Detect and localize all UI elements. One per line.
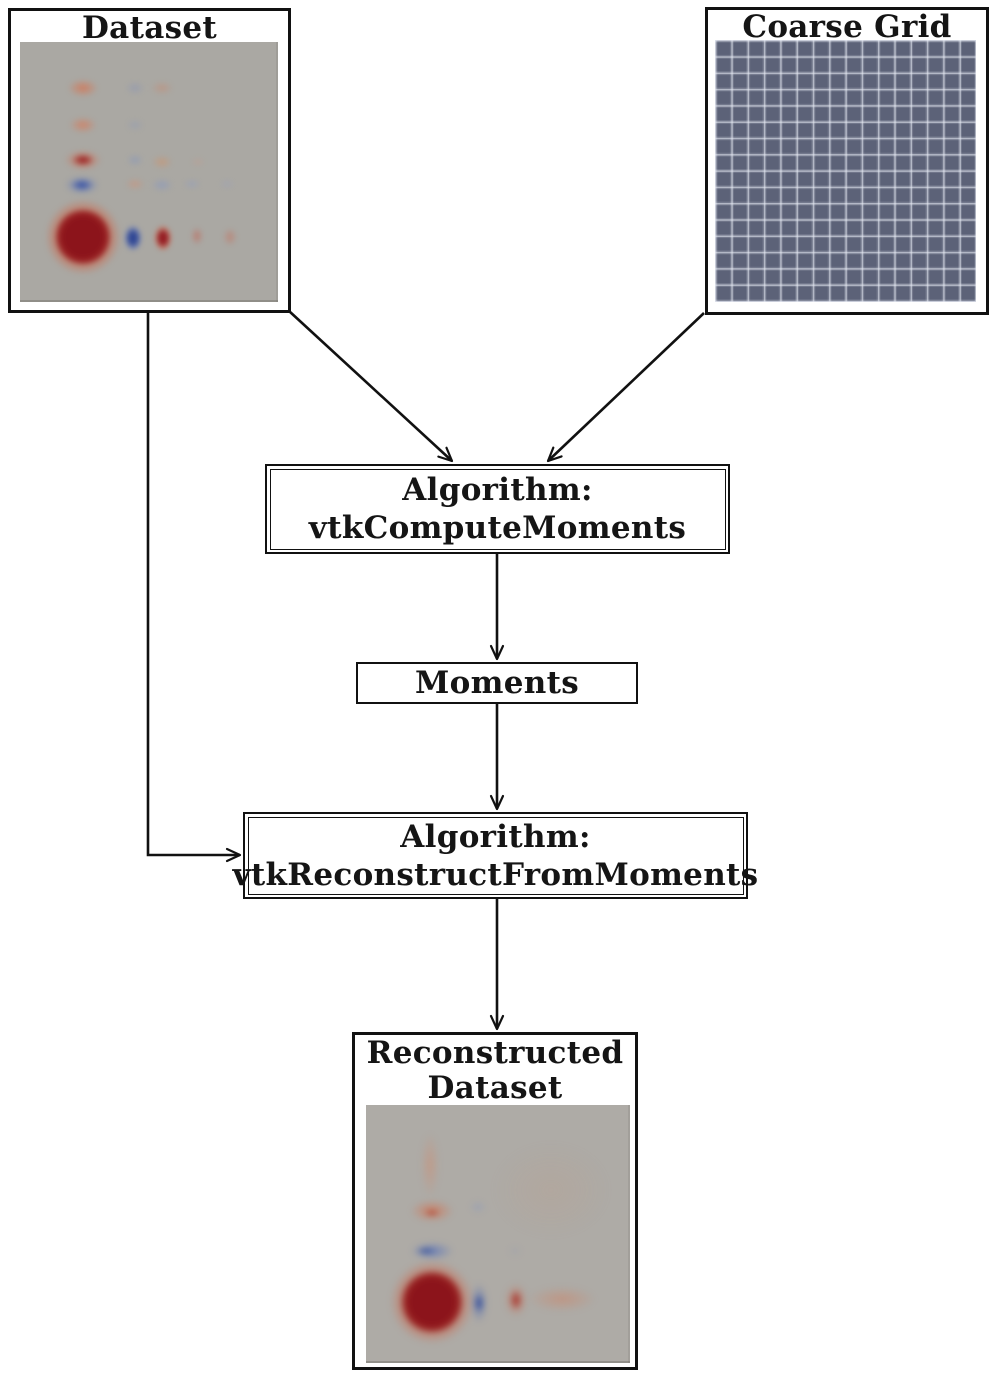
edge-dataset-to-reconstruct bbox=[146, 312, 242, 863]
compute-moments-label-line2: vtkComputeMoments bbox=[308, 510, 687, 546]
moments-label: Moments bbox=[415, 665, 579, 701]
dataset-scalar-field-blobs bbox=[20, 42, 278, 302]
edge-coarsegrid-to-computemoments bbox=[546, 312, 705, 463]
node-coarse-grid: Coarse Grid bbox=[705, 7, 989, 315]
dataset-image bbox=[20, 42, 278, 302]
dataset-title: Dataset bbox=[82, 10, 217, 46]
reconstructed-scalar-field-blobs bbox=[366, 1105, 630, 1363]
reconstructed-image bbox=[366, 1105, 630, 1363]
reconstruct-label-line1: Algorithm: bbox=[400, 818, 591, 855]
coarse-grid-image bbox=[715, 40, 976, 302]
coarse-grid-title: Coarse Grid bbox=[742, 9, 952, 45]
edge-dataset-to-computemoments bbox=[288, 310, 454, 463]
reconstructed-title-line1: Reconstructed bbox=[366, 1035, 624, 1071]
node-compute-moments: Algorithm: vtkComputeMoments bbox=[265, 464, 730, 554]
node-reconstructed-dataset: Reconstructed Dataset bbox=[352, 1032, 638, 1370]
node-dataset: Dataset bbox=[8, 8, 291, 313]
compute-moments-label-line1: Algorithm: bbox=[402, 472, 593, 508]
compute-moments-inner-border: Algorithm: vtkComputeMoments bbox=[269, 468, 726, 550]
reconstruct-label-line2: vtkReconstructFromMoments bbox=[232, 856, 759, 893]
node-reconstruct-from-moments: Algorithm: vtkReconstructFromMoments bbox=[233, 812, 758, 899]
reconstructed-title-line2: Dataset bbox=[427, 1070, 563, 1106]
node-moments: Moments bbox=[356, 662, 638, 704]
reconstruct-inner-border: Algorithm: vtkReconstructFromMoments bbox=[233, 816, 758, 895]
